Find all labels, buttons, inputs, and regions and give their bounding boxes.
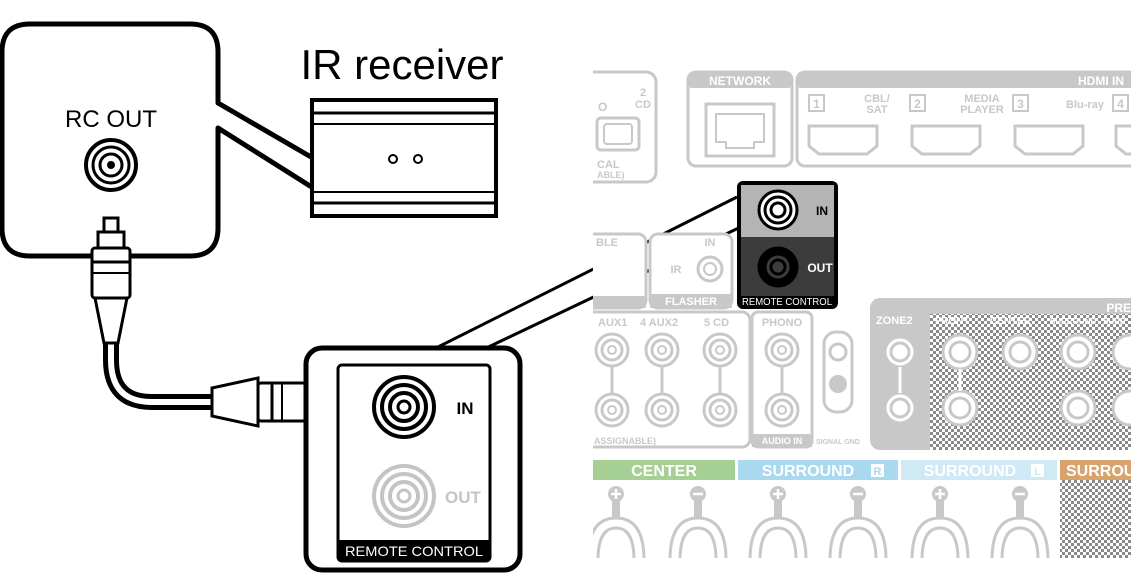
zoom-in-label: IN	[457, 399, 474, 418]
svg-text:SURROU: SURROU	[1066, 463, 1131, 480]
svg-text:PLAYER: PLAYER	[960, 104, 1004, 116]
external-device: RC OUT	[0, 21, 333, 259]
ir-sensor-icon	[413, 154, 423, 164]
remote-out-jack-icon	[372, 464, 436, 528]
svg-text:1: 1	[813, 97, 820, 111]
rc-out-jack-icon	[84, 138, 138, 192]
svg-text:4: 4	[1117, 97, 1124, 111]
pre-front-label: FRONT	[935, 316, 969, 327]
network-label: NETWORK	[709, 74, 771, 88]
hdmi-port-icon	[1114, 124, 1131, 156]
hdmi-input-3: MEDIA PLAYER 3	[960, 93, 1085, 156]
rear-remote-out-label: OUT	[807, 261, 833, 275]
pre-surround-back-label: SURR	[1103, 317, 1126, 326]
rear-remote-in-label: IN	[816, 204, 828, 218]
cd-number-label: 2	[640, 87, 646, 99]
pre-out-jacks	[883, 333, 1131, 427]
svg-text:3: 3	[1017, 97, 1024, 111]
ir-receiver-label: IR receiver	[300, 41, 503, 88]
svg-text:MEDIA: MEDIA	[964, 93, 1000, 105]
flasher-ir-label: IR	[671, 264, 682, 276]
remote-in-jack-icon[interactable]	[372, 375, 436, 439]
hdmi-input-1: 1 CBL/ SAT	[807, 93, 890, 156]
svg-text:2: 2	[914, 97, 921, 111]
hdmi-port-icon	[910, 124, 982, 156]
zone2-label: ZONE2	[876, 315, 913, 327]
assignable-label: ASSIGNABLE)	[594, 436, 656, 446]
ir-sensor-icon	[388, 154, 398, 164]
rear-remote-control-label: REMOTE CONTROL	[742, 297, 832, 308]
audio-in-label: AUDIO IN	[762, 436, 803, 446]
cd-input-label: 5 CD	[704, 317, 729, 329]
assignable-label-top: ABLE)	[597, 170, 625, 180]
hdmi-in-label: HDMI IN	[1078, 74, 1124, 88]
flasher-label: FLASHER	[665, 296, 717, 308]
hdmi-port-icon	[1013, 124, 1085, 156]
flasher-jack-icon	[696, 255, 724, 283]
optical-label: CAL	[597, 159, 620, 171]
speaker-group-surround-l: SURROUND L	[901, 460, 1057, 480]
aux2-label: 4 AUX2	[640, 317, 678, 329]
rear-remote-out-jack-icon	[757, 246, 799, 288]
signal-gnd-terminal-icon	[822, 330, 854, 414]
svg-text:SAT: SAT	[866, 104, 887, 116]
hdmi-input-4: Blu-ray 4	[1066, 94, 1131, 156]
rear-remote-in-jack-icon[interactable]	[757, 189, 799, 231]
svg-text:CENTER: CENTER	[631, 463, 697, 480]
speaker-group-surround-back: SURROU	[1060, 460, 1131, 558]
ir-receiver-device	[310, 98, 498, 218]
svg-text:SURROUND: SURROUND	[762, 463, 854, 480]
remote-control-zoom-panel: IN OUT REMOTE CONTROL	[303, 345, 523, 573]
pre-center-label: CENTER	[990, 316, 1032, 327]
speaker-terminals	[593, 486, 1050, 558]
rear-panel: 2 CD O CAL ABLE) NETWORK HDMI IN 1 CBL/ …	[593, 70, 1131, 558]
pre-surround-label: SURROUND	[1050, 317, 1096, 326]
mono-mini-plug-cable	[90, 216, 332, 428]
flasher-in-label: IN	[705, 237, 716, 249]
optical-cut-label: O	[598, 100, 607, 114]
svg-text:CBL/: CBL/	[864, 93, 890, 105]
pre-out-label: PRE	[1106, 301, 1131, 315]
cd-label: CD	[635, 99, 651, 111]
signal-gnd-label: SIGNAL GND	[816, 439, 860, 446]
ethernet-port-icon	[704, 102, 776, 158]
svg-text:Blu-ray: Blu-ray	[1066, 99, 1105, 111]
zoom-section-label: REMOTE CONTROL	[345, 543, 483, 559]
aux1-label: AUX1	[598, 317, 627, 329]
speaker-group-center: CENTER	[593, 460, 735, 480]
phono-label: PHONO	[762, 317, 803, 329]
rc-out-label: RC OUT	[65, 106, 157, 133]
svg-text:SURROUND: SURROUND	[924, 463, 1016, 480]
rear-remote-control-block: IN OUT REMOTE CONTROL	[737, 181, 838, 309]
audio-in-jacks	[594, 332, 738, 428]
ble-label: BLE	[596, 237, 618, 249]
hdmi-port-icon	[807, 124, 879, 156]
svg-text:R: R	[874, 466, 882, 478]
speaker-group-surround-r: SURROUND R	[738, 460, 898, 480]
svg-text:L: L	[1034, 466, 1041, 478]
zoom-out-label: OUT	[445, 488, 482, 507]
hdmi-input-2: 2	[909, 94, 982, 156]
